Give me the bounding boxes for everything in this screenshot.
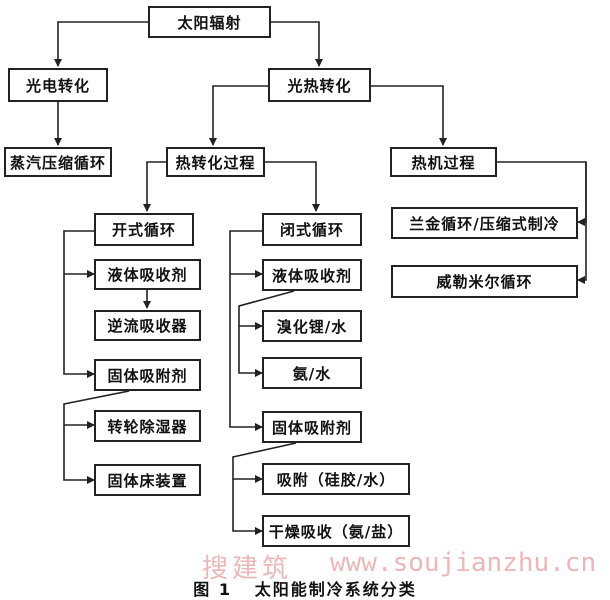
edge-root-photothermal — [271, 21, 323, 67]
watermark-url: www.soujianzhu.cn — [330, 548, 597, 578]
edge-solid-dry — [232, 479, 263, 535]
node-rankine-compression: 兰金循环/压缩式制冷 — [391, 207, 578, 239]
edge-open-liquid — [63, 230, 95, 278]
node-dry-absorption: 干燥吸收（氨/盐） — [262, 515, 410, 547]
edge-closed-liquid — [229, 230, 263, 278]
edge-engine-vuilleumier — [577, 162, 587, 284]
edge-root-photovoltaic — [54, 21, 148, 67]
edge-liquid-libr — [238, 290, 295, 330]
edge-open-solid — [63, 274, 95, 378]
node-closed-cycle: 闭式循环 — [262, 213, 362, 246]
node-libr-water: 溴化锂/水 — [262, 310, 362, 342]
node-vuilleumier: 威勒米尔循环 — [391, 265, 578, 298]
node-closed-solid-adsorbent: 固体吸附剂 — [262, 411, 362, 443]
watermark-chinese: 搜建筑 — [202, 554, 293, 584]
node-open-liquid-absorbent: 液体吸收剂 — [94, 259, 201, 290]
node-adsorption-silica: 吸附（硅胶/水） — [262, 463, 410, 495]
node-photothermal: 光热转化 — [268, 68, 371, 102]
edge-open-solid-bed — [63, 425, 95, 484]
node-countercurrent-absorber: 逆流吸收器 — [94, 310, 201, 341]
edge-photothermal-thermal — [209, 85, 268, 146]
node-vapor-compression: 蒸汽压缩循环 — [4, 147, 112, 177]
edge-closed-solid — [229, 274, 263, 431]
edge-photothermal-engine — [371, 85, 447, 146]
node-closed-liquid-absorbent: 液体吸收剂 — [262, 259, 362, 291]
edge-thermal-closed — [265, 161, 320, 212]
node-ammonia-water: 氨/水 — [262, 357, 362, 389]
edge-thermal-open — [143, 161, 166, 212]
node-open-cycle: 开式循环 — [94, 213, 194, 246]
node-heat-engine: 热机过程 — [390, 147, 497, 177]
figure-caption: 图 1 太阳能制冷系统分类 — [193, 580, 417, 599]
node-solar-radiation: 太阳辐射 — [148, 6, 271, 38]
edge-solid-adsorption — [232, 442, 297, 483]
node-open-solid-adsorbent: 固体吸附剂 — [94, 359, 201, 391]
edge-open-solid-rotary — [63, 390, 130, 429]
node-solid-bed: 固体床装置 — [94, 464, 201, 496]
edge-liquid-ammonia — [238, 326, 263, 377]
node-rotary-dehumidifier: 转轮除湿器 — [94, 410, 201, 442]
node-thermal-conversion: 热转化过程 — [166, 147, 265, 177]
node-photovoltaic: 光电转化 — [8, 68, 108, 102]
